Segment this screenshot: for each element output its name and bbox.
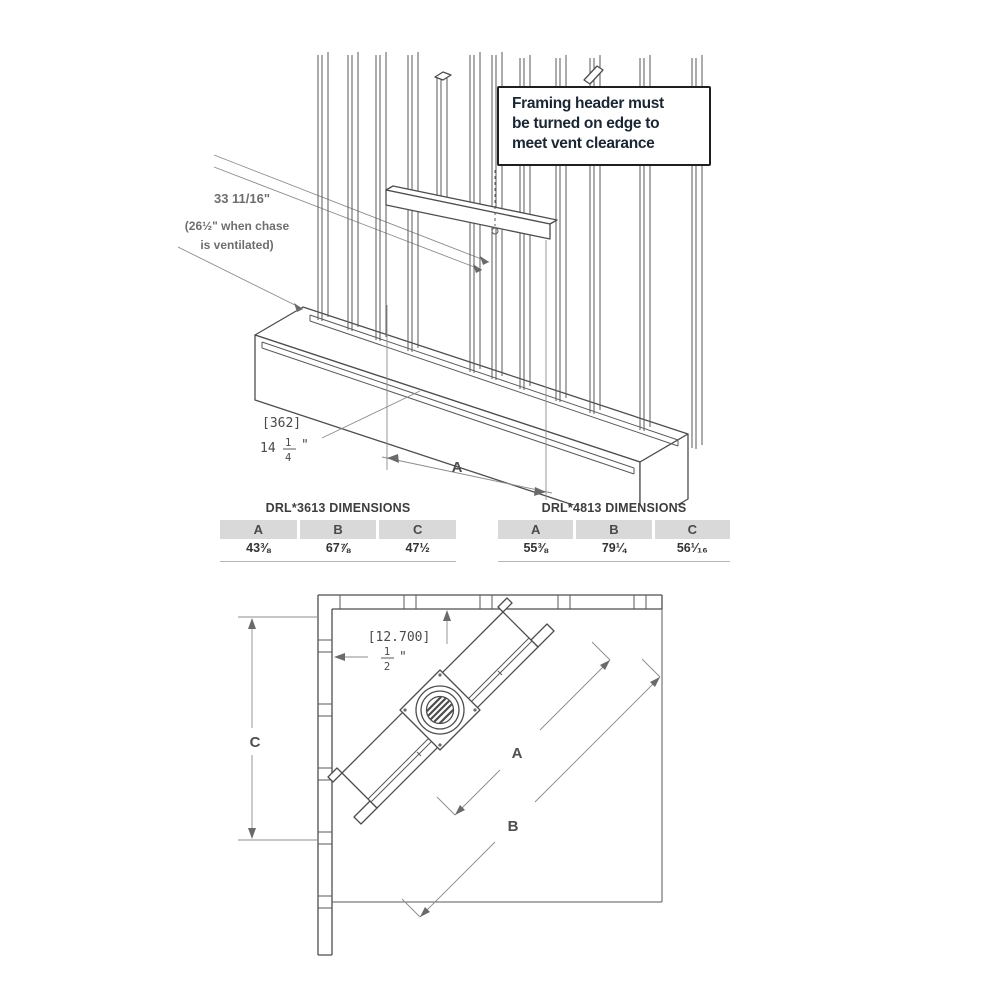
framing-isometric-diagram: A 33 11/16" (26½" when chase is ventilat…: [177, 52, 703, 505]
screw: [473, 708, 477, 712]
callout-line-2: be turned on edge to: [512, 115, 660, 132]
dimension-value: 56¹⁄₁₆: [676, 541, 708, 555]
dimension-a: A: [436, 641, 611, 816]
corner-install-plan-diagram: C: [238, 594, 663, 956]
vent-centerline-plumb: [491, 170, 499, 235]
platform-height-dimension: [362] 14 1 4 ": [260, 390, 421, 464]
table-title: DRL*3613 DIMENSIONS: [265, 501, 411, 515]
clearance-dimension: [12.700] 1 2 ": [334, 610, 451, 673]
flange: [497, 597, 513, 613]
corner-walls: [317, 594, 663, 956]
table-value-row: 55⅜ 79¼ 56¹⁄₁₆: [498, 539, 730, 558]
column-header: A: [220, 520, 297, 539]
height-dim-note-1: (26½" when chase: [185, 219, 290, 233]
vent-collar-mid: [420, 690, 460, 730]
gap-dim-numerator: 1: [384, 646, 390, 658]
dimension-value: 67⅞: [325, 541, 351, 555]
table-header-row: A B C: [220, 520, 457, 539]
fireplace-unit: [327, 597, 555, 825]
height-dim-value: 33 11/16": [214, 191, 270, 206]
dimension-value: 55⅜: [523, 541, 548, 555]
column-header: B: [299, 520, 377, 539]
platform-dim-metric: [362]: [262, 416, 301, 431]
column-header: B: [576, 520, 652, 539]
platform-dim-whole: 14: [260, 441, 276, 456]
vent-collar-inner: [425, 695, 455, 725]
dimension-b: B: [401, 658, 661, 918]
dimension-value: 43⅜: [246, 541, 271, 555]
callout-tab: [583, 65, 604, 85]
dimension-c: C: [238, 616, 318, 841]
screw: [403, 708, 407, 712]
label-a: A: [512, 745, 523, 762]
platform-base: [254, 306, 689, 505]
flange: [327, 767, 343, 783]
cripple-stud: [434, 71, 452, 201]
column-header: C: [654, 520, 730, 539]
column-header: C: [379, 520, 457, 539]
screw: [438, 673, 442, 677]
screw: [438, 743, 442, 747]
table-bottom-rule: [498, 561, 730, 562]
table-value-row: 43⅜ 67⅞ 47½: [220, 539, 456, 558]
platform-dim-unit: ": [301, 438, 309, 453]
gap-dim-denominator: 2: [384, 661, 390, 673]
vent-hatch: [427, 697, 453, 723]
table-bottom-rule: [220, 561, 456, 562]
table-header-row: A B C: [498, 520, 730, 539]
label-c: C: [250, 734, 261, 751]
dimension-value: 79¼: [601, 541, 627, 555]
height-dim-note-2: is ventilated): [200, 238, 273, 252]
width-dimension-a: A: [381, 240, 553, 500]
platform-dim-denominator: 4: [285, 452, 291, 464]
column-header: A: [498, 520, 574, 539]
height-dimension-leaders: [177, 154, 490, 312]
callout-line-1: Framing header must: [512, 95, 664, 112]
dimension-value: 47½: [405, 541, 430, 555]
gap-dim-metric: [12.700]: [368, 630, 431, 645]
width-label-a: A: [452, 459, 463, 476]
framing-header-callout: Framing header must be turned on edge to…: [497, 86, 711, 166]
dimension-table-drl4813: DRL*4813 DIMENSIONS A B C 55⅜ 79¼ 56¹⁄₁₆: [498, 501, 730, 562]
table-title: DRL*4813 DIMENSIONS: [541, 501, 687, 515]
dimension-table-drl3613: DRL*3613 DIMENSIONS A B C 43⅜ 67⅞ 47½: [220, 501, 457, 562]
platform-dim-numerator: 1: [285, 437, 291, 449]
callout-line-3: meet vent clearance: [512, 135, 655, 152]
vent-collar-outer: [415, 685, 465, 735]
gap-dim-unit: ": [399, 650, 407, 665]
label-b: B: [508, 818, 519, 835]
sill-plates: [261, 314, 679, 475]
height-dimension-text: 33 11/16" (26½" when chase is ventilated…: [185, 191, 290, 252]
